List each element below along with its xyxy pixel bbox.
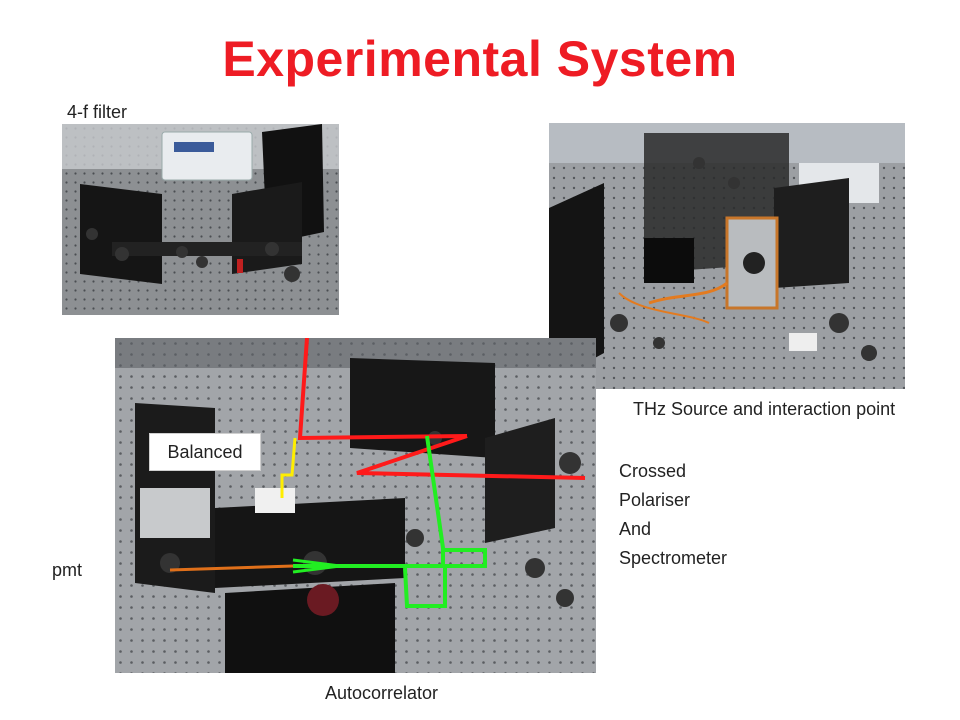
photo-thz-source bbox=[549, 123, 905, 389]
label-line-polariser: Polariser bbox=[619, 490, 691, 510]
label-line-spectrometer: Spectrometer bbox=[619, 548, 728, 568]
label-4f-filter: 4-f filter bbox=[67, 102, 128, 122]
label-line-crossed: Crossed bbox=[619, 461, 687, 481]
label-autocorrelator: Autocorrelator bbox=[325, 683, 439, 703]
slide-title: Experimental System bbox=[222, 31, 738, 87]
label-pmt: pmt bbox=[52, 560, 83, 580]
label-crossed-polariser: Crossed Polariser And Spectrometer bbox=[619, 457, 779, 573]
label-balanced: Balanced bbox=[149, 433, 261, 471]
label-line-and: And bbox=[619, 519, 652, 539]
label-thz-source: THz Source and interaction point bbox=[633, 399, 896, 419]
photo-4f-filter bbox=[62, 124, 339, 315]
photo-main-setup bbox=[115, 338, 596, 673]
